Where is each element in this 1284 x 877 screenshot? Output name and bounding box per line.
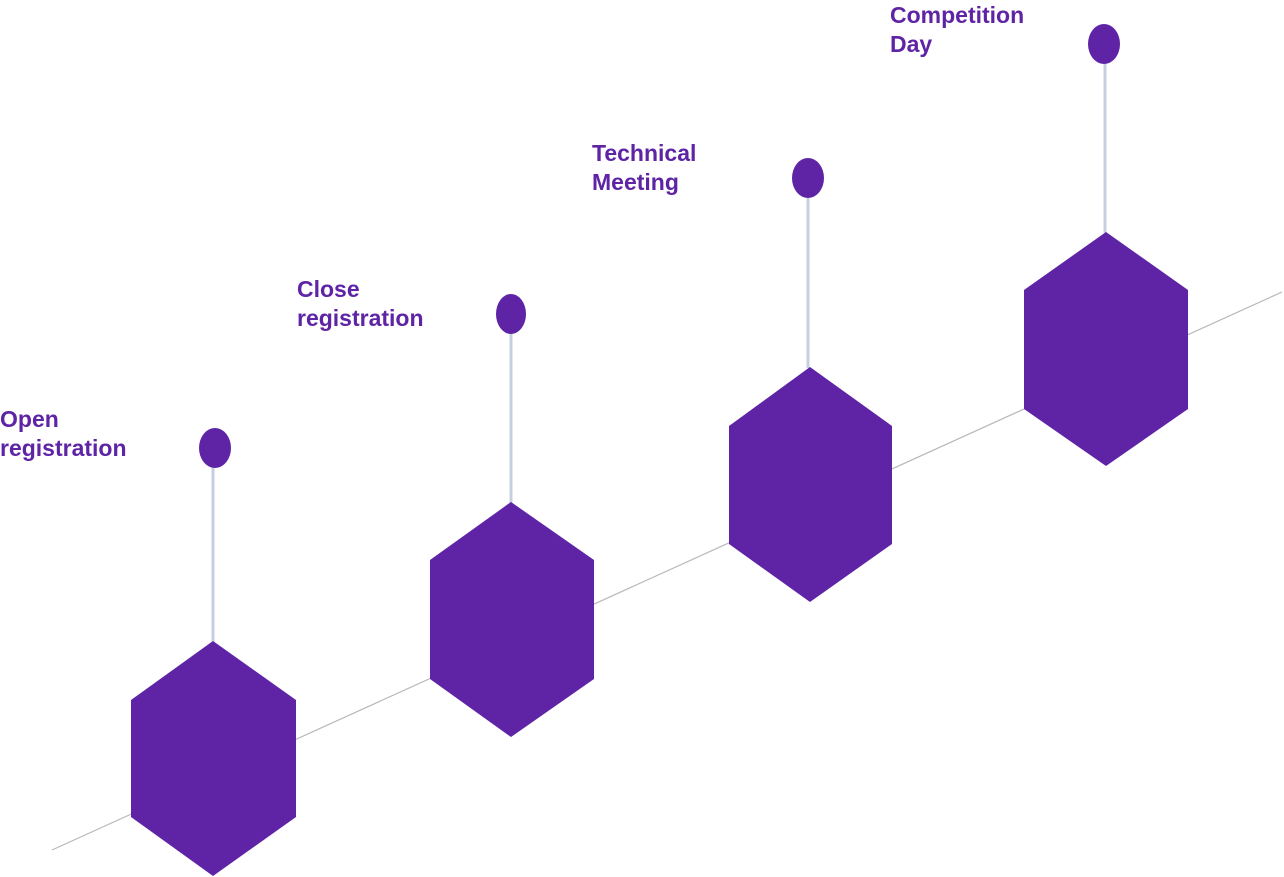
step-3-label: Technical Meeting	[592, 139, 696, 197]
step-1-label-line-1: Open	[0, 406, 59, 432]
step-4-marker-dot	[1088, 24, 1120, 64]
step-2-label-line-1: Close	[297, 276, 360, 302]
step-4-label-line-1: Competition	[890, 2, 1025, 28]
step-1-label: Open registration	[0, 405, 127, 463]
step-4-label-line-2: Day	[890, 31, 933, 57]
step-3-hexagon	[729, 367, 892, 602]
step-3-label-line-1: Technical	[592, 140, 697, 166]
timeline-step-4	[1024, 24, 1188, 466]
step-3-marker-dot	[792, 158, 824, 198]
step-1-label-line-2: registration	[0, 435, 127, 461]
step-4-label: Competition Day	[890, 1, 1024, 59]
step-2-label-line-2: registration	[297, 305, 424, 331]
step-2-label: Close registration	[297, 275, 424, 333]
timeline-step-3	[729, 158, 892, 602]
step-2-marker-dot	[496, 294, 526, 334]
step-3-label-line-2: Meeting	[592, 169, 679, 195]
step-1-hexagon	[131, 641, 296, 876]
timeline-step-2	[430, 294, 594, 737]
step-4-hexagon	[1024, 232, 1188, 466]
step-2-hexagon	[430, 502, 594, 737]
step-1-marker-dot	[199, 428, 231, 468]
timeline-step-1	[131, 428, 296, 876]
